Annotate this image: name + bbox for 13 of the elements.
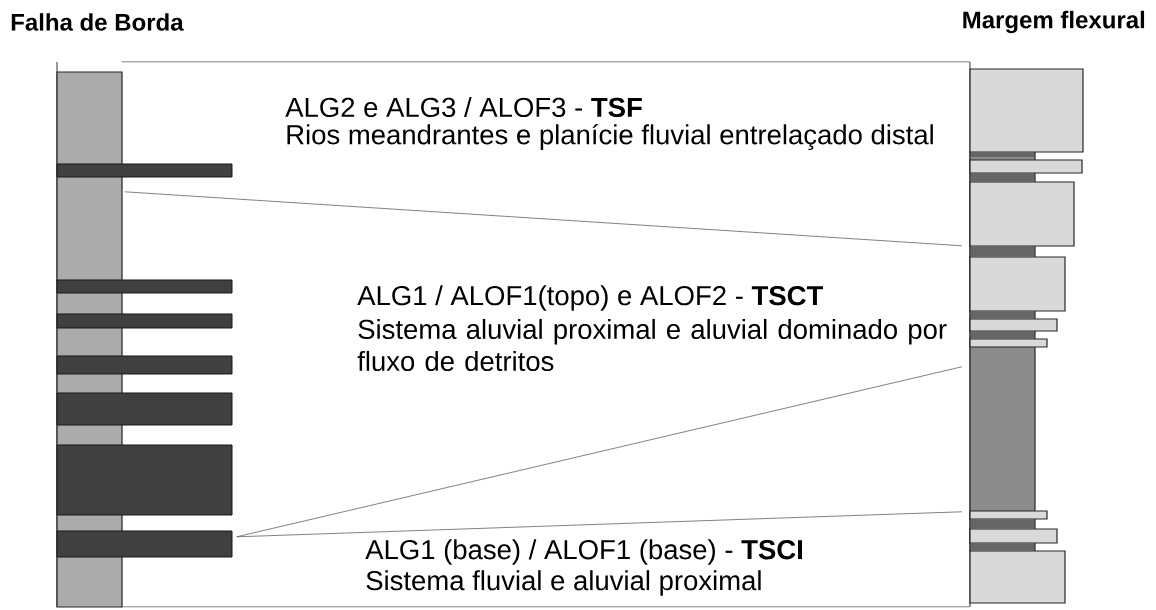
annotation-text: Sistema fluvial e aluvial proximal (366, 570, 761, 596)
annotation-text: ALG1 / ALOF1(topo) e ALOF2 - TSCT (357, 285, 824, 311)
column-heading: Margem flexural (963, 10, 1145, 34)
correlation-line (121, 606, 971, 608)
correlation-line (121, 61, 971, 63)
annotation-text: ALG2 e ALG3 / ALOF3 - TSF (285, 96, 642, 118)
column-heading: Falha de Borda (11, 13, 184, 31)
correlation-line (236, 366, 963, 538)
annotation-text: Sistema aluvial proximal e aluvial dominado por fluxo de detritos (357, 318, 947, 372)
annotation-text: Rios meandrantes e planície fluvial entrelaçado distal (287, 123, 933, 151)
annotation-text: ALG1 (base) / ALOF1 (base) - TSCI (365, 539, 802, 565)
correlation-line (236, 511, 963, 538)
correlation-line (124, 191, 963, 247)
